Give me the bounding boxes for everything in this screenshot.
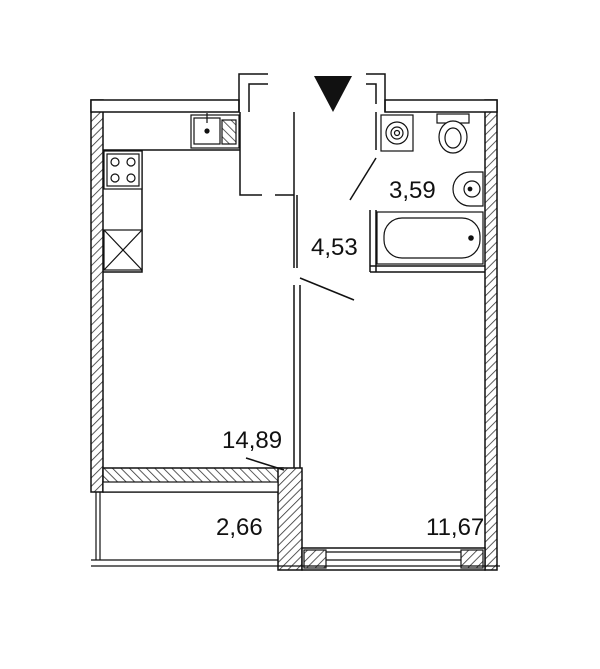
bathroom-door (349, 157, 377, 201)
balcony-outline (91, 481, 500, 567)
entrance-alcove (238, 73, 386, 112)
bedroom-window (303, 549, 484, 569)
bedroom-bottom-wall (301, 547, 486, 571)
room-area-bathroom: 3,59 (389, 177, 436, 204)
kitchen-door (245, 457, 285, 471)
washing-machine-icon (380, 114, 414, 152)
interior-walls (239, 112, 485, 468)
room-area-hallway: 4,53 (311, 234, 358, 261)
room-area-kitchen-living: 14,89 (222, 427, 282, 454)
right-wall (484, 99, 498, 571)
left-wall (90, 99, 104, 493)
room-area-balcony: 2,66 (216, 514, 263, 541)
stove-icon (103, 150, 143, 190)
washbasin-icon (452, 171, 484, 207)
bathtub-icon (376, 211, 484, 265)
kitchen-counter (103, 149, 240, 273)
entrance-arrow-icon (314, 76, 352, 112)
sink-icon (190, 113, 240, 149)
fridge-icon (103, 229, 143, 271)
bedroom-door (299, 277, 355, 301)
top-wall-left (90, 99, 240, 113)
doors (245, 157, 377, 471)
bedroom-left-lower-wall (277, 467, 303, 571)
toilet-icon (436, 113, 470, 154)
top-wall-right (384, 99, 498, 113)
room-area-bedroom: 11,67 (426, 514, 484, 541)
